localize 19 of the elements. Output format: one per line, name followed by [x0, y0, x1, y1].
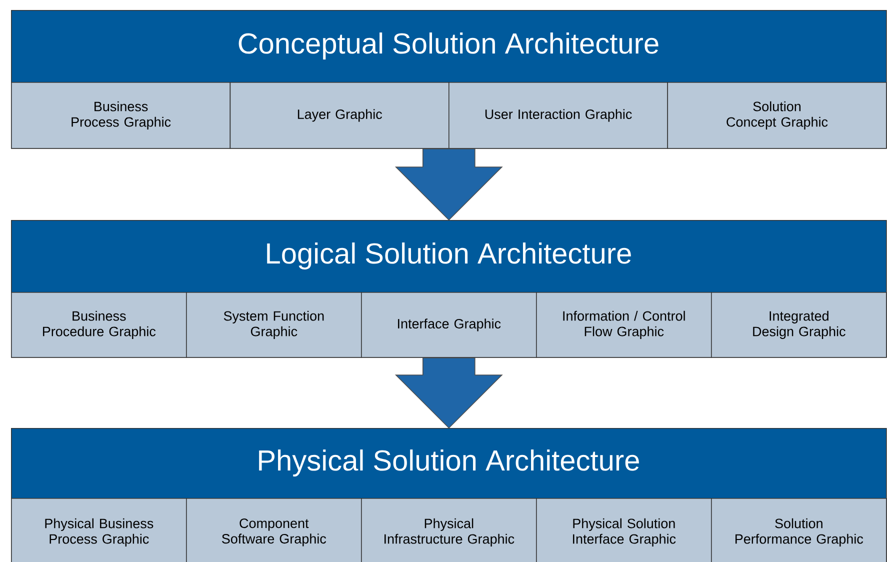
graphic-cell: System Function Graphic [186, 292, 362, 358]
node-label: Physical Infrastructure Graphic [384, 518, 514, 546]
graphic-cell: Layer Graphic [230, 82, 450, 149]
block-arrow [394, 148, 503, 221]
graphic-cell: User Interaction Graphic [448, 82, 668, 149]
graphic-cell: Solution Performance Graphic [711, 498, 887, 562]
graphic-cell: Integrated Design Graphic [711, 292, 887, 358]
node-label: Physical Solution Interface Graphic [572, 518, 676, 546]
graphic-cell: Information / Control Flow Graphic [536, 292, 712, 358]
graphic-cell: Component Software Graphic [186, 498, 362, 562]
graphic-cell: Physical Infrastructure Graphic [361, 498, 537, 562]
graphic-cell: Business Process Graphic [11, 82, 231, 149]
graphic-cell: Business Procedure Graphic [11, 292, 187, 358]
graphic-cell: Solution Concept Graphic [667, 82, 887, 149]
graphic-cell: Physical Business Process Graphic [11, 498, 187, 562]
graphic-cell: Physical Solution Interface Graphic [536, 498, 712, 562]
graphic-cell: Interface Graphic [361, 292, 537, 358]
node-label: Physical Business Process Graphic [45, 518, 154, 546]
block-arrow [394, 357, 503, 429]
